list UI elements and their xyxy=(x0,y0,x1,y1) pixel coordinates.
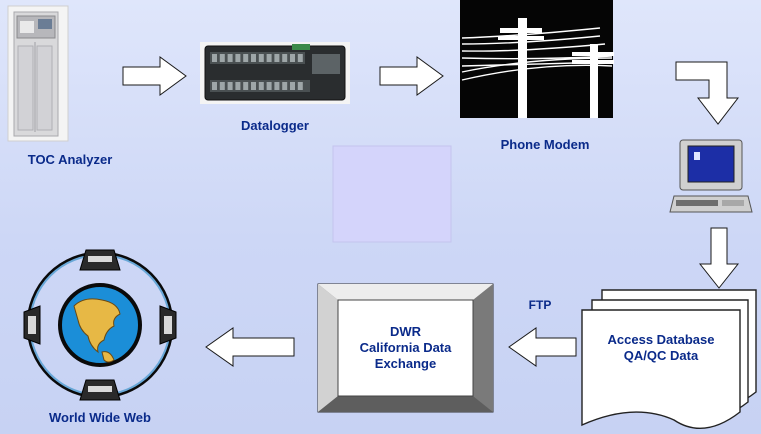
dwr-line-1: DWR xyxy=(389,324,422,339)
arrow-modem-to-computer xyxy=(675,61,740,125)
arrow-datalogger-to-modem xyxy=(379,56,444,96)
world-wide-web-image xyxy=(23,249,177,401)
access-database-label: Access Database QA/QC Data xyxy=(582,324,740,372)
dwr-line-3: Exchange xyxy=(374,356,437,371)
dwr-label: DWR California Data Exchange xyxy=(338,300,473,396)
document-stack-image xyxy=(581,289,757,429)
datalogger-label: Datalogger xyxy=(241,118,309,133)
dwr-line-2: California Data xyxy=(359,340,452,355)
arrow-dwr-to-www xyxy=(205,327,295,367)
phone-modem-image xyxy=(460,0,614,118)
toc-analyzer-image xyxy=(7,5,69,142)
dwr-frame xyxy=(317,283,494,413)
arrow-computer-to-database xyxy=(698,227,740,289)
ftp-label: FTP xyxy=(528,298,552,312)
world-wide-web-label: World Wide Web xyxy=(49,410,151,425)
placeholder-box xyxy=(332,145,452,243)
access-database-line-1: Access Database xyxy=(607,332,715,347)
datalogger-terminals xyxy=(212,54,303,90)
phone-modem-label: Phone Modem xyxy=(500,137,590,152)
access-database-line-2: QA/QC Data xyxy=(623,348,699,363)
arrow-database-to-dwr xyxy=(508,327,577,367)
toc-analyzer-label: TOC Analyzer xyxy=(27,152,113,167)
arrow-analyzer-to-datalogger xyxy=(122,56,187,96)
datalogger-image xyxy=(200,42,350,104)
computer-image xyxy=(669,139,753,213)
